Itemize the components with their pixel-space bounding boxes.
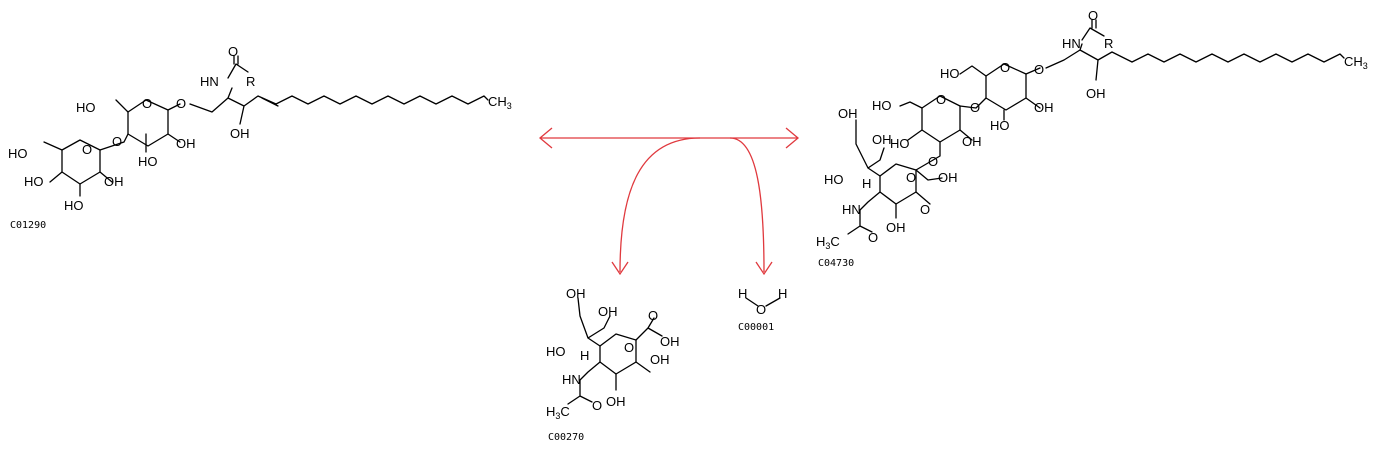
atom-ho: HO	[990, 118, 1010, 133]
molecule-c00001[interactable]: H O H C00001	[738, 286, 787, 333]
side-arrow-to-c00001	[729, 137, 765, 273]
atom-carbonyl-o: O	[228, 44, 238, 59]
atom-h: H	[778, 286, 787, 301]
atom-hn: HN	[1062, 36, 1081, 51]
atom-oh: OH	[176, 136, 196, 151]
atom-oh: OH	[606, 394, 626, 409]
arrowhead-right	[785, 127, 800, 149]
atom-oh: OH	[838, 106, 858, 121]
arrowhead-c00270	[611, 261, 629, 276]
atom-oh: OH	[598, 304, 618, 319]
reaction-arrows	[538, 127, 800, 276]
side-arrow-to-c00270	[619, 137, 701, 273]
atom-hn: HN	[200, 74, 219, 89]
atom-carbonyl-o: O	[592, 398, 602, 413]
atom-r: R	[1104, 36, 1113, 51]
molecule-c00270[interactable]: OH OH HO H O O OH OH HN OH H3C O C00270	[546, 286, 680, 443]
atom-oh: OH	[938, 170, 958, 185]
atom-ho: HO	[8, 146, 28, 161]
molecule-c04730[interactable]: HO O O O HO OH HO O HO OH O OH OH HO H O…	[816, 8, 1368, 269]
atom-ring-o: O	[906, 170, 916, 185]
atom-h3c: H3C	[816, 234, 840, 251]
atom-ho: HO	[546, 344, 566, 359]
atom-ho: HO	[940, 66, 960, 81]
atom-ho: HO	[24, 174, 44, 189]
atom-carbonyl-o: O	[648, 308, 658, 323]
atom-oh: OH	[104, 174, 124, 189]
atom-h: H	[862, 176, 871, 191]
atom-oh: OH	[1034, 100, 1054, 115]
atom-o: O	[176, 96, 186, 111]
atom-h3c: H3C	[546, 404, 570, 421]
atom-methyl: CH3	[1344, 54, 1368, 71]
atom-o: O	[970, 100, 980, 115]
atom-oh: OH	[872, 132, 892, 147]
compound-id: C04730	[818, 258, 854, 269]
atom-oh: OH	[230, 126, 250, 141]
atom-carbonyl-o: O	[1088, 8, 1098, 23]
atom-oh: OH	[660, 334, 680, 349]
atom-ho: HO	[64, 198, 84, 213]
atom-r: R	[246, 74, 255, 89]
atom-oh: OH	[962, 134, 982, 149]
atom-carbonyl-o: O	[868, 230, 878, 245]
atom-o: O	[928, 154, 938, 169]
atom-oh: OH	[566, 286, 586, 301]
atom-hn: HN	[562, 372, 581, 387]
arrowhead-left	[538, 127, 553, 149]
atom-ho: HO	[890, 136, 910, 151]
atom-ring-o: O	[624, 340, 634, 355]
atom-ring-o: O	[82, 142, 92, 157]
atom-ho: HO	[872, 98, 892, 113]
atom-ring-o: O	[936, 92, 946, 107]
atom-h: H	[580, 348, 589, 363]
molecule-c01290[interactable]: HO HO HO OH O O HO HO OH O O HN O R OH C…	[8, 44, 512, 231]
atom-h: H	[738, 286, 747, 301]
atom-o: O	[1034, 62, 1044, 77]
atom-oh: OH	[650, 352, 670, 367]
atom-ho: HO	[76, 100, 96, 115]
atom-o: O	[112, 134, 122, 149]
atom-o: O	[756, 302, 766, 317]
atom-ho: HO	[138, 154, 158, 169]
atom-oh: OH	[886, 220, 906, 235]
atom-methyl: CH3	[488, 94, 512, 111]
atom-carbonyl-o: O	[920, 202, 930, 217]
arrowhead-c00001	[755, 261, 773, 276]
atom-ho: HO	[824, 172, 844, 187]
atom-oh: OH	[1086, 86, 1106, 101]
sphingosine-chain	[275, 95, 489, 105]
compound-id: C01290	[10, 220, 46, 231]
sphingosine-chain	[1131, 53, 1345, 63]
compound-id: C00270	[548, 432, 584, 443]
compound-id: C00001	[738, 322, 774, 333]
atom-ring-o: O	[1000, 60, 1010, 75]
atom-ring-o: O	[142, 96, 152, 111]
atom-hn: HN	[842, 202, 861, 217]
